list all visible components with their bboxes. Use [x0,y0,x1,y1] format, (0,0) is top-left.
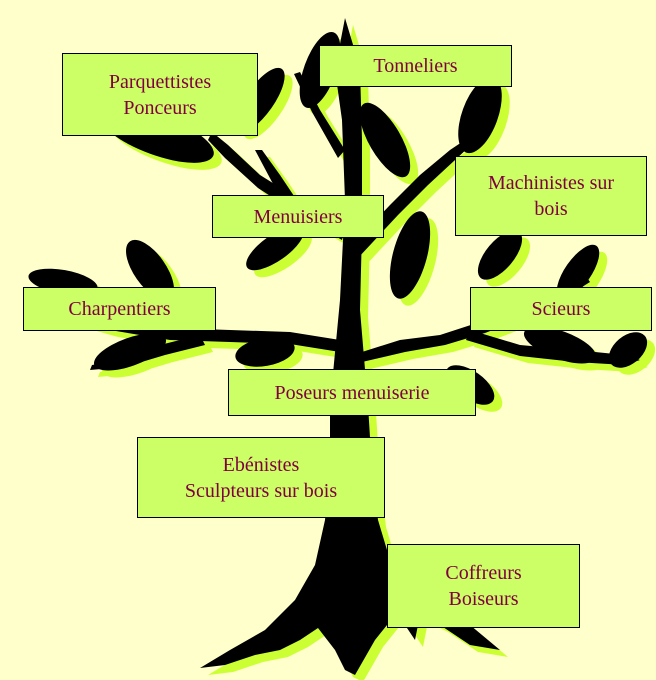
box-label-line1: Menuisiers [253,205,343,228]
box-label-line1: Charpentiers [68,298,171,320]
box-label-line2: Sculpteurs sur bois [184,479,338,502]
box-label-line1: Coffreurs [445,562,522,584]
box-charpentiers[interactable]: Charpentiers [23,287,216,331]
box-machinistes-sur-bois[interactable]: Machinistes sur bois [455,156,647,236]
box-label-line1: Machinistes sur [487,172,615,194]
box-label-line1: Scieurs [531,298,591,320]
box-menuisiers[interactable]: Menuisiers [212,195,384,238]
box-label-line1: Parquettistes [108,70,212,93]
box-label-line2: Boiseurs [448,588,519,610]
box-label-line1: Ebénistes [222,453,300,476]
box-ebenistes-sculpteurs[interactable]: Ebénistes Sculpteurs sur bois [137,437,385,518]
box-scieurs[interactable]: Scieurs [470,287,652,331]
box-coffreurs-boiseurs[interactable]: Coffreurs Boiseurs [387,544,580,628]
box-label-line2: bois [534,198,568,220]
box-parquettistes-ponceurs[interactable]: Parquettistes Ponceurs [62,53,258,136]
box-label-line2: Ponceurs [123,96,197,119]
box-label-line1: Poseurs menuiserie [274,381,430,404]
box-label-line1: Tonneliers [373,55,458,77]
box-poseurs-menuiserie[interactable]: Poseurs menuiserie [228,369,476,416]
box-tonneliers[interactable]: Tonneliers [319,45,512,87]
